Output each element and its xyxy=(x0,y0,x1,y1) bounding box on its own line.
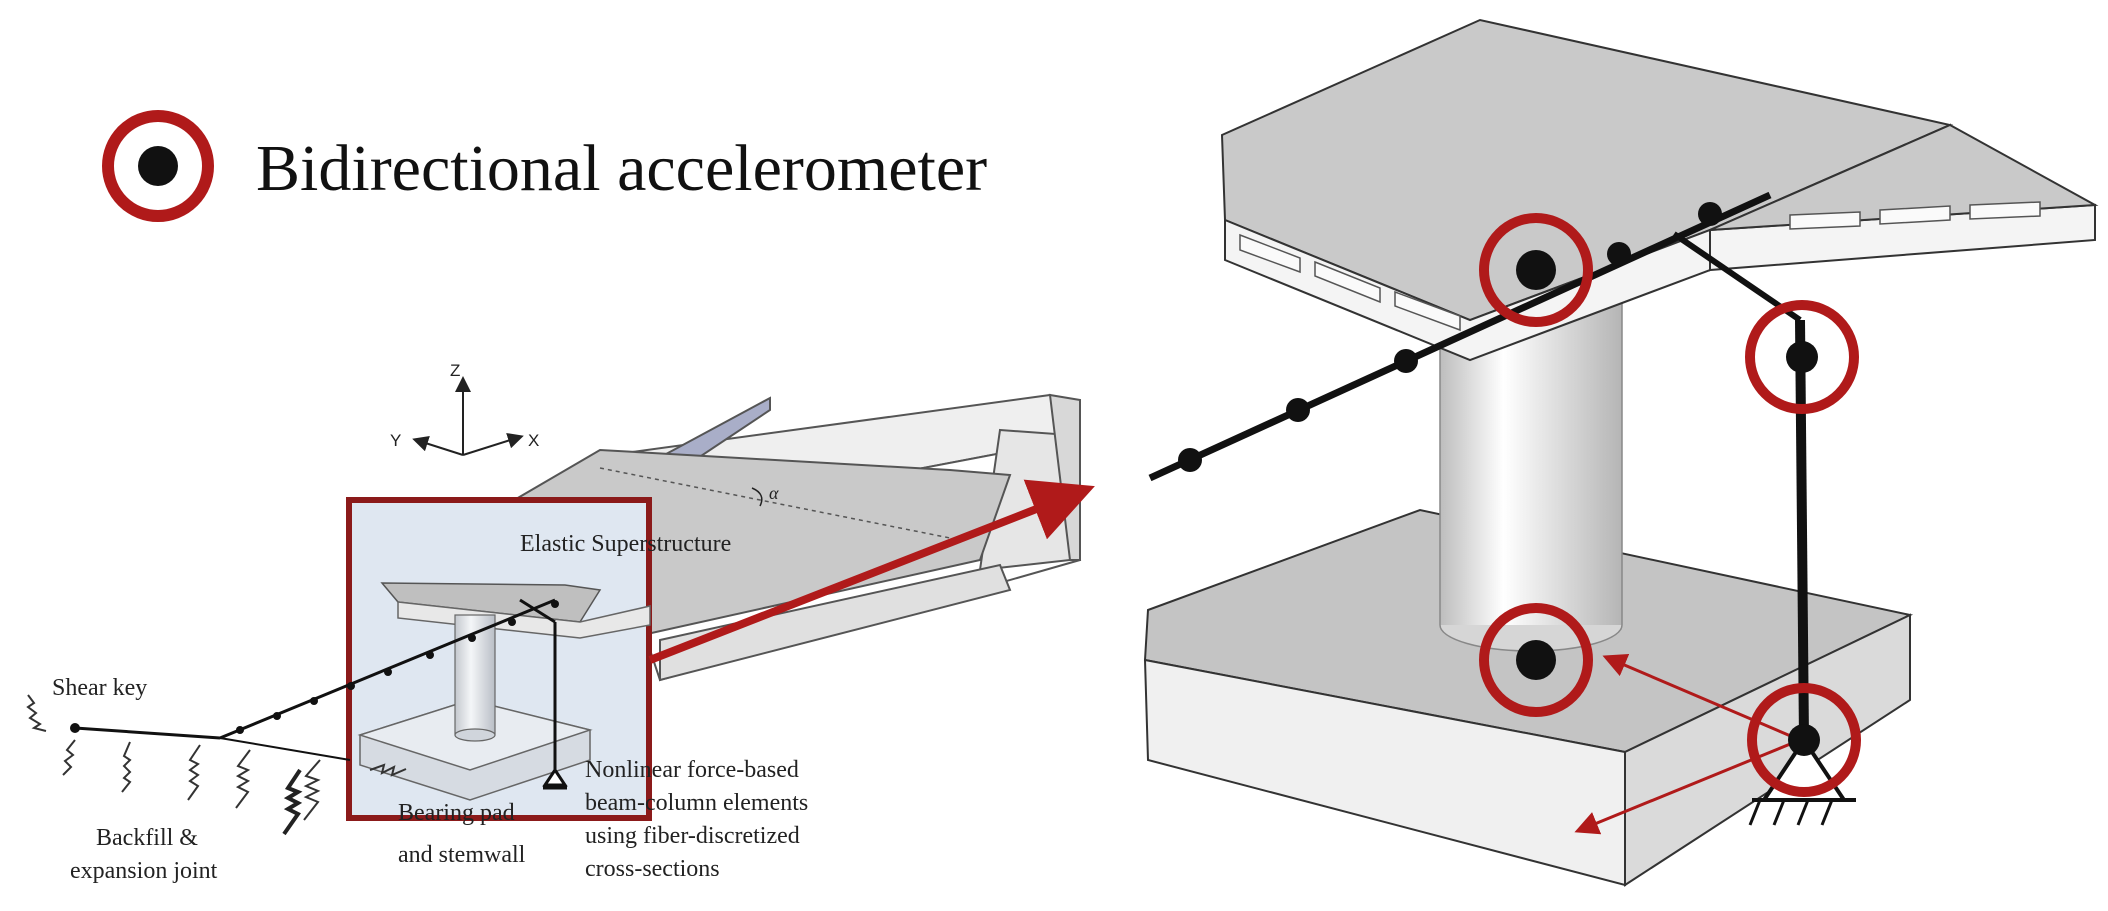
legend-label: Bidirectional accelerometer xyxy=(256,132,987,205)
backfill-label-2: expansion joint xyxy=(70,858,218,884)
legend: Bidirectional accelerometer xyxy=(102,110,987,222)
bearing-label-1: Bearing pad xyxy=(398,800,515,826)
accelerometer-markers xyxy=(1479,213,1861,797)
bent-detail-view xyxy=(1143,18,2099,887)
coordinate-axes xyxy=(412,376,524,456)
axis-z-label: Z xyxy=(450,361,460,380)
superstructure-label: Elastic Superstructure xyxy=(520,531,731,557)
accelerometer-bent-base-icon xyxy=(1747,683,1861,797)
bearing-label-2: and stemwall xyxy=(398,842,526,868)
backfill-label-1: Backfill & xyxy=(96,825,198,851)
nonlinear-label-1: Nonlinear force-based xyxy=(585,757,799,783)
accelerometer-deck-icon xyxy=(1479,213,1593,327)
axis-x-label: X xyxy=(528,431,539,450)
bent-element xyxy=(519,598,568,790)
deck-box-girder xyxy=(1220,18,2099,362)
nonlinear-label-2: beam-column elements xyxy=(585,790,808,816)
skew-angle-label: α xyxy=(769,483,779,503)
shear-key-label: Shear key xyxy=(52,675,147,701)
bridge-model-diagram: Z X Y α xyxy=(26,361,1082,884)
accelerometer-bent-top-icon xyxy=(1745,300,1859,414)
nonlinear-label-3: using fiber-discretized xyxy=(585,823,800,849)
spring-elements xyxy=(26,694,407,821)
direction-arrows xyxy=(1574,654,1801,835)
spine-elements xyxy=(70,598,559,761)
nonlinear-label-4: cross-sections xyxy=(585,856,720,882)
accelerometer-column-base-icon xyxy=(1479,603,1593,717)
zoom-arrow xyxy=(648,479,1095,664)
axis-y-label: Y xyxy=(390,431,401,450)
